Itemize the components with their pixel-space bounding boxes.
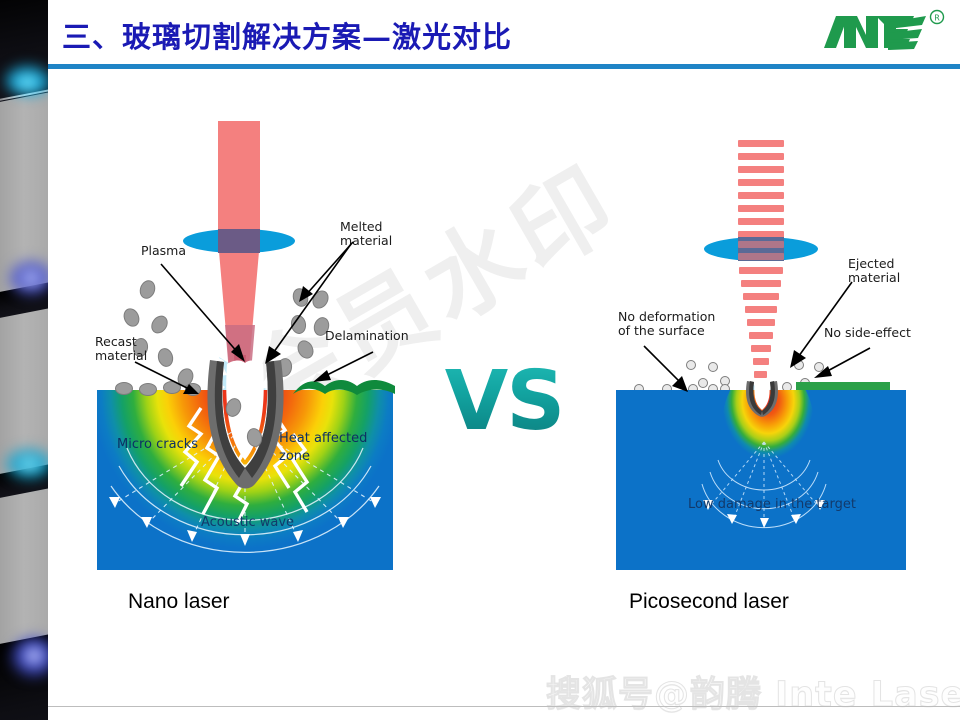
bottom-watermark: 搜狐号@韵腾 Inte Lase [545, 675, 960, 716]
beam-pulse [753, 358, 769, 365]
header-accent-rule [48, 64, 960, 69]
decorative-left-strip [0, 0, 48, 720]
label-heat-affected-zone: Heat affected zone [279, 432, 367, 464]
beam-pulse [738, 218, 784, 225]
svg-text:R: R [934, 13, 940, 22]
right-diagram-caption: Picosecond laser [629, 590, 789, 613]
leader-arrow-delamination [313, 351, 374, 382]
surface-recast-bead [139, 383, 157, 396]
label-melted-material-line2: material [340, 233, 393, 248]
surface-recast-bead [163, 381, 181, 394]
leader-arrow-ejected [790, 281, 853, 368]
versus-label: VS [424, 359, 584, 445]
beam-pulse [738, 205, 784, 212]
label-heat-zone-line2: zone [279, 449, 311, 464]
beam-pulse [739, 267, 783, 274]
page-title: 三、玻璃切割解决方案—激光对比 [62, 20, 513, 54]
label-plasma: Plasma [141, 243, 187, 258]
nano-laser-diagram: Plasma Melted material Recast material D… [95, 110, 409, 570]
lens-beam-overlap-left [218, 229, 260, 253]
label-no-deformation-line1: No deformation [618, 309, 716, 324]
micro-crack-lines [179, 407, 310, 525]
beam-pulse [754, 371, 767, 378]
label-no-deformation: No deformation of the surface [618, 310, 715, 338]
ejected-particle [814, 362, 824, 372]
beam-pulse [745, 306, 777, 313]
coating-bar-right [796, 382, 890, 390]
ejected-particle [708, 362, 718, 372]
beam-pulse [749, 332, 773, 339]
beam-pulse [738, 153, 784, 160]
debris-particle [120, 305, 143, 330]
label-low-damage: Low damage in the target [688, 497, 856, 512]
label-micro-cracks: Micro cracks [117, 437, 199, 452]
leader-arrow-no-deformation [643, 345, 688, 392]
strip-band-gray-3 [0, 480, 48, 654]
picosecond-laser-diagram: Ejected material No deformation of the s… [610, 110, 911, 570]
inte-logo-icon: R [824, 9, 945, 50]
substrate-block-right [616, 390, 906, 570]
beam-pulse [743, 293, 779, 300]
beam-pulse [738, 241, 784, 248]
ejected-particle [698, 378, 708, 388]
label-delamination: Delamination [325, 328, 409, 343]
bottom-divider [48, 706, 960, 707]
surface-recast-bead [115, 382, 133, 395]
beam-pulse [738, 253, 784, 260]
label-no-deformation-line2: of the surface [618, 323, 705, 338]
acoustic-wave-arcs-right [701, 441, 827, 529]
beam-pulse [751, 345, 771, 352]
label-ejected-material: Ejected material [848, 257, 900, 285]
label-recast-material: Recast material [95, 335, 147, 363]
label-no-side-effect: No side-effect [824, 325, 911, 340]
pulsed-beam-upper [610, 110, 910, 240]
label-melted-material: Melted material [340, 220, 392, 248]
beam-pulse [738, 166, 784, 173]
leader-arrow-plasma [160, 263, 245, 362]
delamination-layer [293, 380, 395, 395]
label-acoustic-wave: Acoustic wave [201, 515, 295, 530]
company-logo: R [818, 8, 948, 56]
beam-pulse [738, 140, 784, 147]
label-recast-material-line1: Recast [95, 334, 137, 349]
slide-header: 三、玻璃切割解决方案—激光对比 R [48, 0, 960, 68]
substrate-block-left [97, 390, 393, 570]
strip-band-gray-1 [0, 84, 48, 303]
crater-recast-walls [207, 358, 284, 489]
leader-arrow-melted-1 [299, 241, 354, 302]
beam-pulse [747, 319, 775, 326]
beam-pulse [738, 231, 784, 238]
leader-arrow-no-side-effect [814, 347, 871, 378]
leader-arrow-recast [134, 361, 199, 394]
label-ejected-material-line2: material [848, 270, 901, 285]
leader-arrow-melted-2 [265, 243, 352, 364]
label-recast-material-line2: material [95, 348, 148, 363]
beam-pulse [738, 192, 784, 199]
crater-walls-right [746, 380, 778, 417]
ejected-particle [686, 360, 696, 370]
beam-pulse [741, 280, 781, 287]
label-ejected-material-line1: Ejected [848, 256, 895, 271]
beam-pulse [738, 179, 784, 186]
left-diagram-caption: Nano laser [128, 590, 230, 613]
strip-band-gray-2 [0, 300, 48, 484]
laser-beam-upper [218, 121, 260, 249]
label-heat-zone-line1: Heat affected [279, 431, 368, 446]
label-melted-material-line1: Melted [340, 219, 383, 234]
